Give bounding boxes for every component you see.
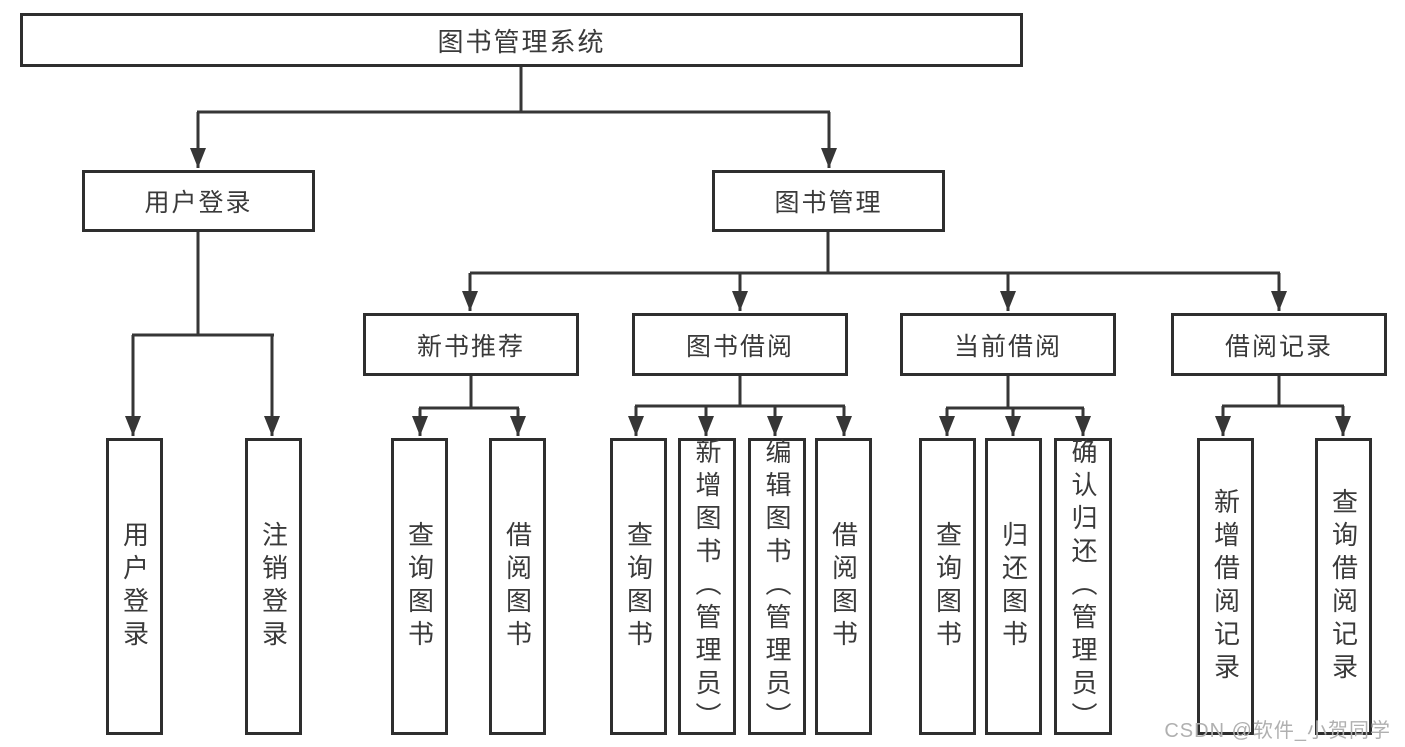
leaf-query-borrow-record-label: 查询借阅记录	[1328, 487, 1359, 686]
leaf-logout-label: 注销登录	[258, 520, 289, 653]
node-current-borrow: 当前借阅	[900, 313, 1116, 376]
node-borrow-records-label: 借阅记录	[1224, 332, 1333, 361]
leaf-add-borrow-record-label: 新增借阅记录	[1210, 487, 1241, 686]
leaf-add-book-admin-label: 新增图书（管理员）	[692, 438, 722, 735]
leaf-borrow-books-recommend-label: 借阅图书	[502, 520, 533, 653]
leaf-borrow-books: 借阅图书	[815, 438, 872, 735]
csdn-watermark: CSDN @软件_小贺同学	[1164, 720, 1391, 742]
leaf-add-book-admin: 新增图书（管理员）	[678, 438, 736, 735]
leaf-confirm-return-admin: 确认归还（管理员）	[1054, 438, 1112, 735]
leaf-add-borrow-record: 新增借阅记录	[1197, 438, 1254, 735]
node-new-book-recommend: 新书推荐	[363, 313, 579, 376]
node-borrow-records: 借阅记录	[1171, 313, 1387, 376]
leaf-query-books-current-label: 查询图书	[932, 520, 963, 653]
leaf-borrow-books-recommend: 借阅图书	[489, 438, 546, 735]
leaf-confirm-return-admin-label: 确认归还（管理员）	[1068, 438, 1098, 735]
node-new-book-recommend-label: 新书推荐	[416, 332, 525, 361]
node-root-label: 图书管理系统	[437, 26, 606, 57]
node-root-system: 图书管理系统	[20, 13, 1023, 67]
leaf-query-books-recommend-label: 查询图书	[404, 520, 435, 653]
leaf-user-login: 用户登录	[106, 438, 163, 735]
node-user-login-label: 用户登录	[144, 189, 253, 217]
leaf-query-books-current: 查询图书	[919, 438, 976, 735]
leaf-return-book-label: 归还图书	[998, 520, 1029, 653]
leaf-edit-book-admin-label: 编辑图书（管理员）	[762, 438, 792, 735]
node-current-borrow-label: 当前借阅	[953, 332, 1062, 361]
node-user-login: 用户登录	[82, 170, 315, 232]
leaf-borrow-books-label: 借阅图书	[828, 520, 859, 653]
leaf-query-books-borrow: 查询图书	[610, 438, 667, 735]
leaf-logout: 注销登录	[245, 438, 302, 735]
leaf-return-book: 归还图书	[985, 438, 1042, 735]
node-book-management-label: 图书管理	[774, 189, 883, 217]
node-book-borrow: 图书借阅	[632, 313, 848, 376]
leaf-query-borrow-record: 查询借阅记录	[1315, 438, 1372, 735]
node-book-borrow-label: 图书借阅	[685, 332, 794, 361]
leaf-query-books-borrow-label: 查询图书	[623, 520, 654, 653]
leaf-edit-book-admin: 编辑图书（管理员）	[748, 438, 806, 735]
leaf-user-login-label: 用户登录	[119, 520, 150, 653]
leaf-query-books-recommend: 查询图书	[391, 438, 448, 735]
node-book-management: 图书管理	[712, 170, 945, 232]
